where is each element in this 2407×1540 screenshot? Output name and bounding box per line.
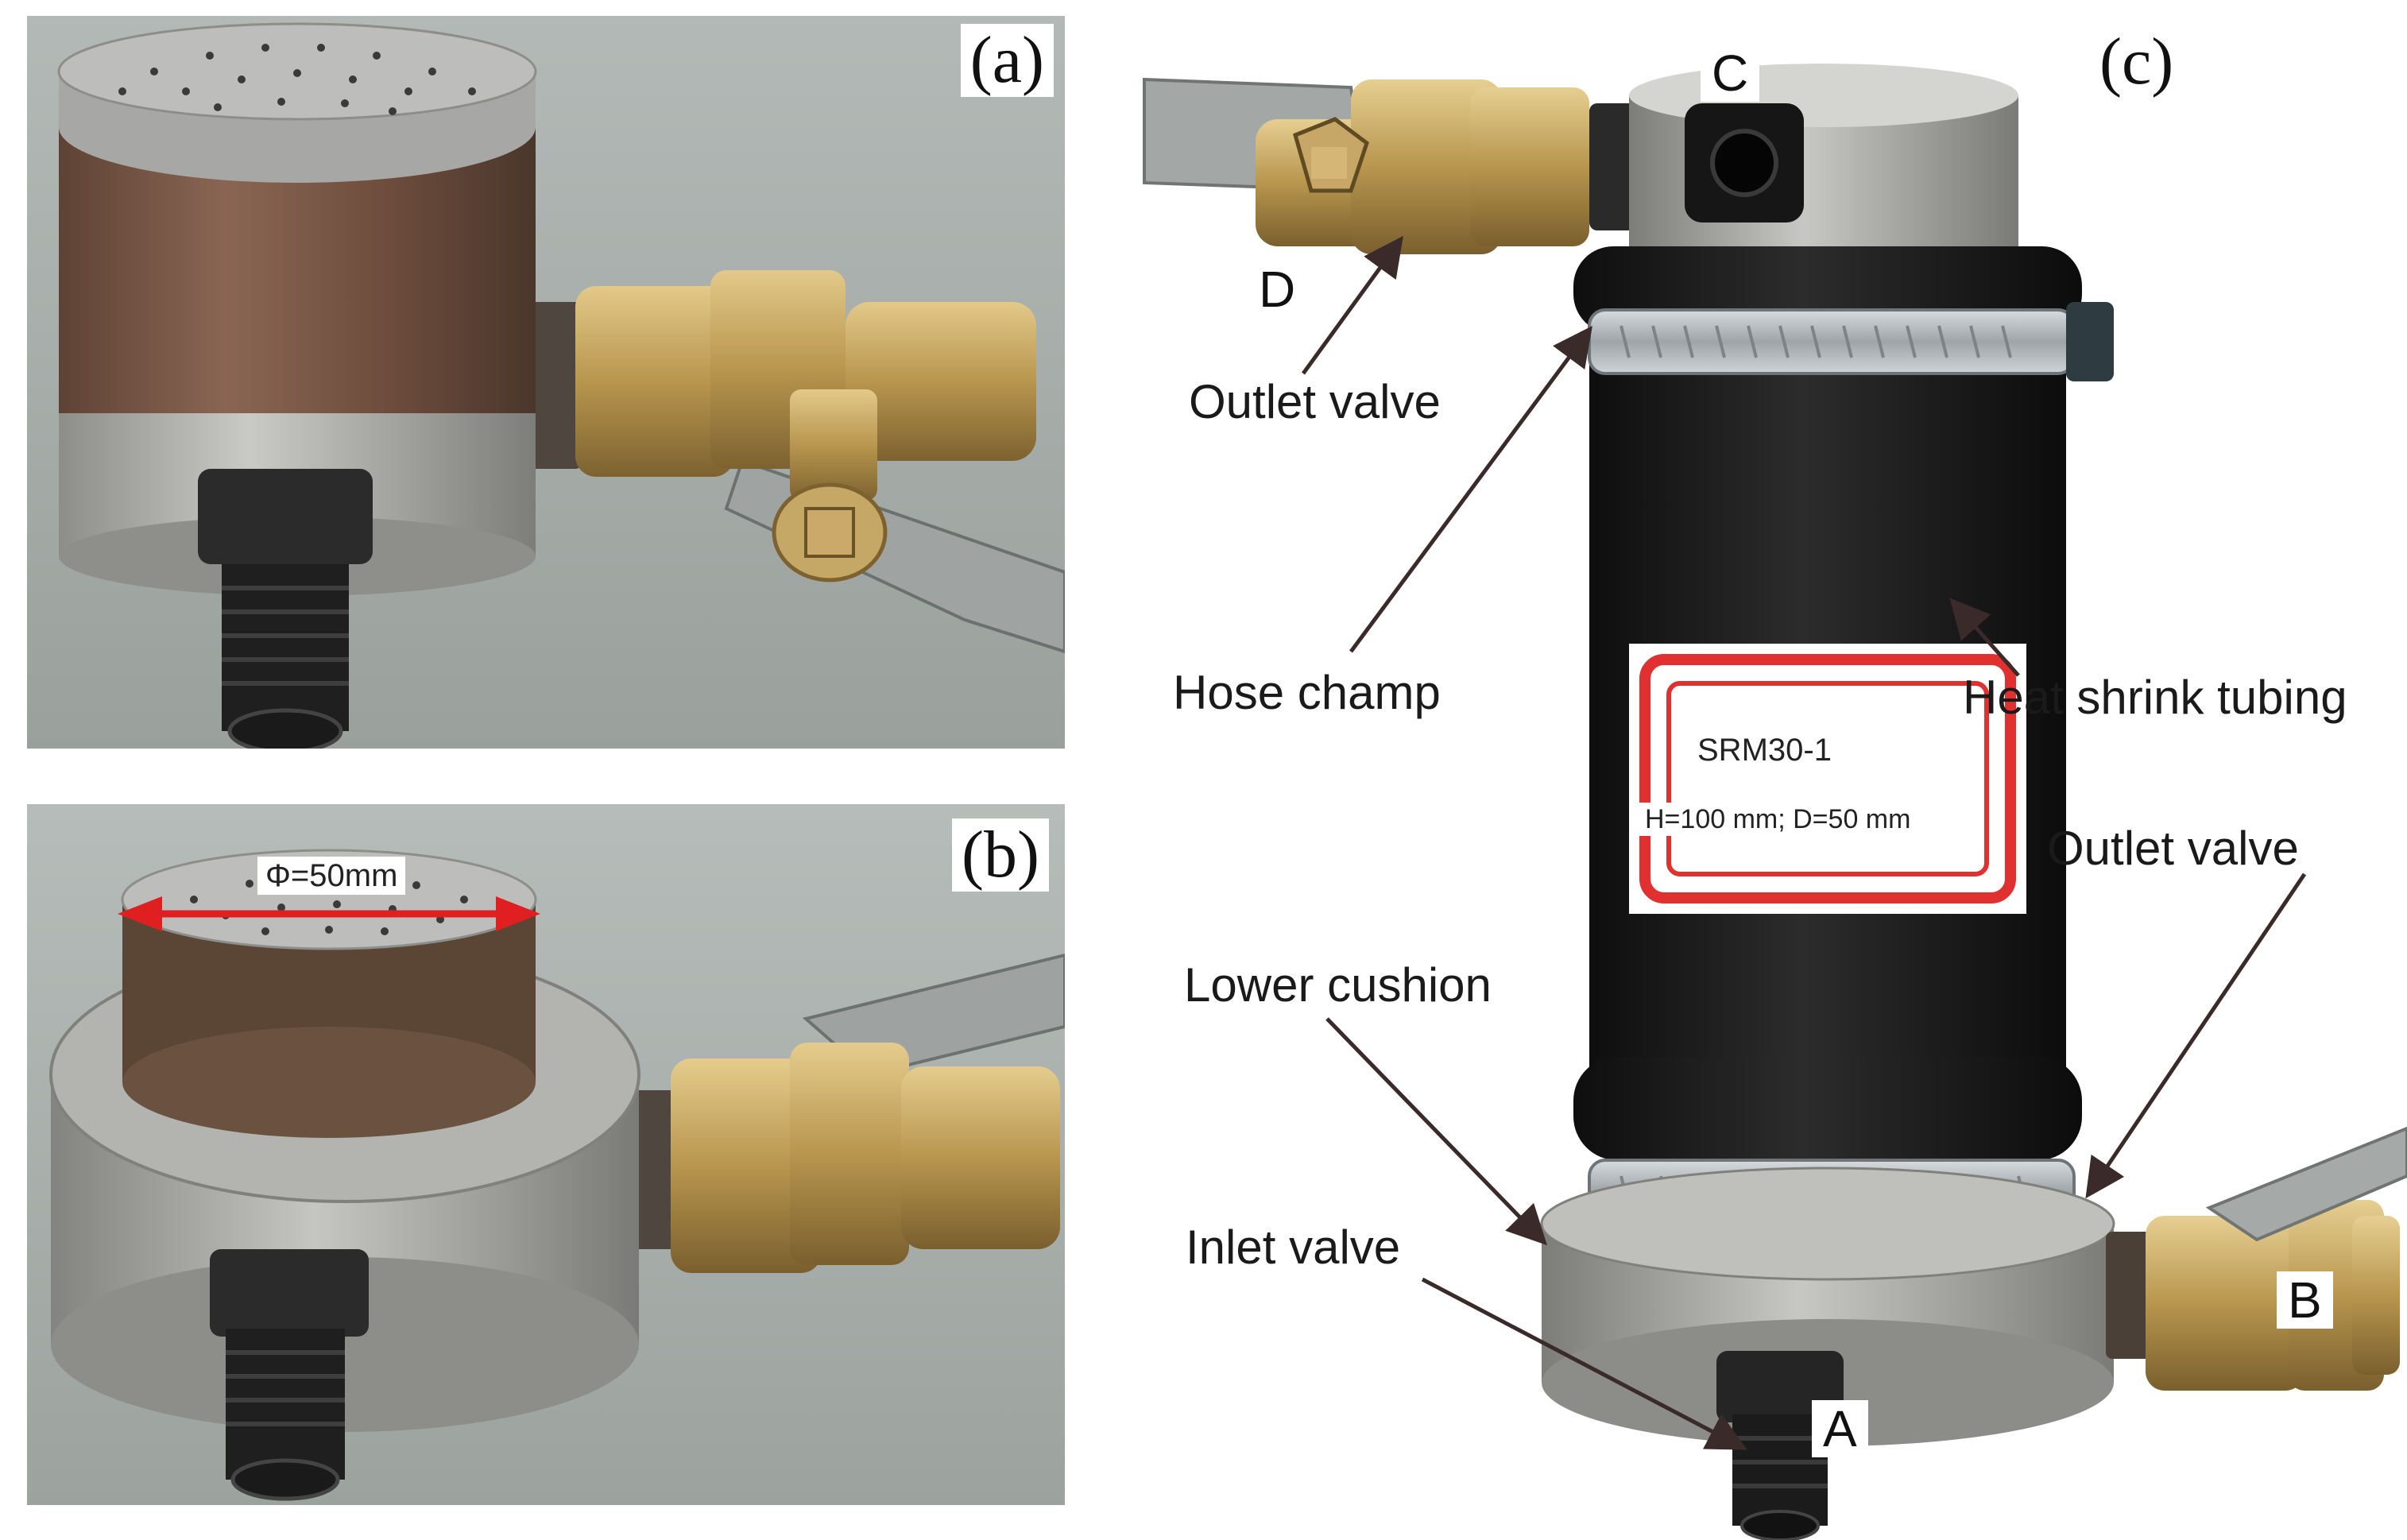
outlet-valve-top-label: Outlet valve bbox=[1189, 375, 1441, 428]
photo-panel-a: (a) bbox=[27, 16, 1065, 749]
arrow-hose-champ bbox=[1349, 325, 1592, 653]
panel-a-tag: (a) bbox=[960, 24, 1054, 97]
arrow-lower-cushion bbox=[1325, 1017, 1547, 1246]
photo-panel-c: SRM30-1 H=100 mm; D=50 mm (c) C D B A Ou… bbox=[1113, 0, 2407, 1540]
arrow-inlet-valve bbox=[1421, 1277, 1747, 1450]
specimen-code-label: SRM30-1 bbox=[1685, 729, 1844, 771]
heat-shrink-tubing-label: Heat shrink tubing bbox=[1963, 671, 2347, 724]
perforation-holes-a bbox=[118, 44, 476, 115]
point-label-d: D bbox=[1259, 261, 1296, 318]
point-label-b: B bbox=[2277, 1271, 2333, 1329]
diameter-arrow bbox=[118, 896, 540, 931]
panel-b-tag: (b) bbox=[952, 818, 1049, 892]
clamp-slots-top bbox=[1620, 325, 2012, 358]
photo-panel-b: (b) Φ=50mm bbox=[27, 804, 1065, 1505]
specimen-size-label: H=100 mm; D=50 mm bbox=[1639, 803, 1917, 836]
inlet-valve-label: Inlet valve bbox=[1186, 1221, 1401, 1274]
point-label-c: C bbox=[1701, 44, 1760, 102]
arrow-outlet-valve-right bbox=[2085, 873, 2307, 1199]
point-label-a: A bbox=[1812, 1400, 1868, 1457]
panel-c-tag: (c) bbox=[2090, 25, 2184, 99]
lower-cushion-label: Lower cushion bbox=[1184, 958, 1492, 1012]
photo-a-graphic bbox=[27, 16, 1065, 749]
hose-champ-label: Hose champ bbox=[1173, 666, 1441, 719]
arrow-heat-shrink-tubing bbox=[1949, 598, 2020, 677]
outlet-valve-right-label: Outlet valve bbox=[2047, 822, 2299, 875]
diameter-label: Φ=50mm bbox=[257, 857, 406, 895]
photo-b-graphic bbox=[27, 804, 1065, 1505]
arrow-outlet-valve-top bbox=[1301, 235, 1403, 375]
